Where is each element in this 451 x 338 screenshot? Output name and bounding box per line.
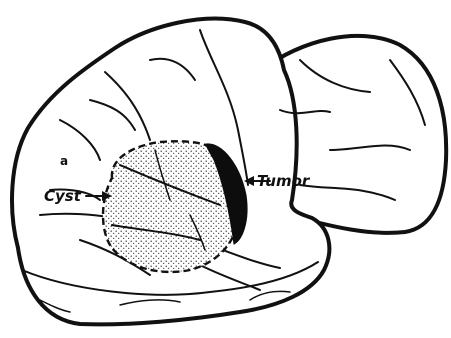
small-mark-label: a — [60, 154, 68, 168]
tumor-label: Tumor — [257, 172, 311, 190]
cyst-label: Cyst — [44, 187, 82, 205]
